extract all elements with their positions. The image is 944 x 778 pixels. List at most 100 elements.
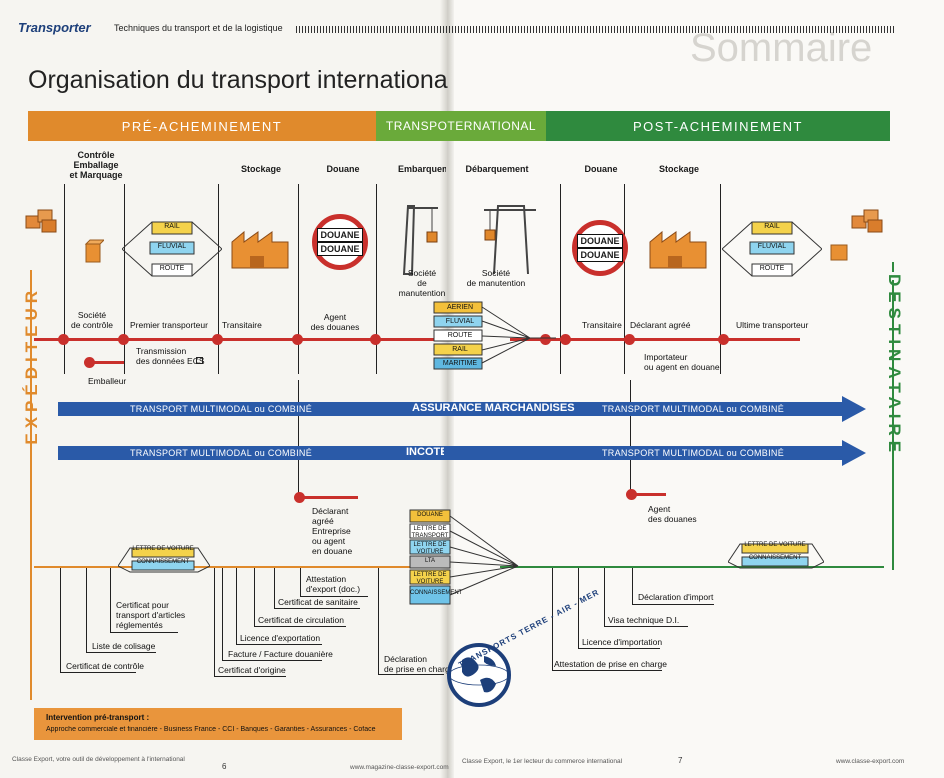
doc-certificat-origine: Certificat d'origine [218,665,286,675]
timeline-red-left [34,338,434,341]
mode-rail-center: RAIL [452,346,468,353]
stage-line [630,380,631,495]
doc-lettre-voiture-right: LETTRE DE VOITURE [744,542,806,548]
center-doc: LTA [424,558,436,564]
mode-route-left: ROUTE [159,265,185,272]
stage-line [218,184,219,374]
arrow-assurance: ASSURANCE MARCHANDISES [412,402,575,414]
timeline-node [626,489,637,500]
timeline-node [118,334,129,345]
header-douane-right: Douane [584,164,618,174]
stage-line [64,184,65,374]
timeline-node [370,334,381,345]
actor-declarant-left: Déclarant agréé Entreprise ou agent en d… [312,506,353,556]
warehouse-icon [231,230,289,269]
header-stockage-left: Stockage [240,164,282,174]
actor-agent-douanes-right: Agent des douanes [648,504,697,524]
footer-right-url: www.classe-export.com [836,758,905,765]
timeline-node [294,492,305,503]
brand-logo: Transporter [18,20,91,35]
destinataire-bracket [892,280,894,570]
stage-line [560,184,561,374]
actor-transmission-ecs: Transmission des données ECS [136,346,205,366]
doc-line [222,568,223,660]
actor-transitaire-right: Transitaire [582,320,622,330]
band-pre-acheminement: PRÉ-ACHEMINEMENT [28,111,376,141]
doc-line [604,568,605,626]
flow-line-green [500,566,884,568]
warehouse-icon [649,230,707,269]
doc-line [86,568,87,652]
doc-certificat-sanitaire: Certificat de sanitaire [278,597,358,607]
arrow-multimodal-2: TRANSPORT MULTIMODAL ou COMBINÉ [602,404,784,414]
doc-connaissement-right: CONNAISSEMENT [748,555,802,561]
timeline-node [292,334,303,345]
mode-aerien: AERIEN [446,304,474,311]
box-icon [830,244,848,261]
doc-line [552,568,553,670]
actor-societe-controle: Société de contrôle [70,310,114,330]
doc-line [254,626,346,627]
header-embarquement: Embarquement [398,164,446,174]
center-doc: LETTRE DE TRANSPORT [411,526,449,539]
intervention-title: Intervention pré-transport : [46,713,150,722]
arrow-incoterms: INCOTERMS [406,446,444,458]
actor-premier-transporteur: Premier transporteur [130,320,208,330]
doc-line [236,644,322,645]
actor-agent-douanes-left: Agent des douanes [310,312,360,332]
customs-sign-right: DOUANE DOUANE [572,220,628,276]
label-destinataire: DESTINATAIRE [885,274,904,458]
band-transport-international: TRANSPOTERNATIONAL [376,111,546,141]
expediteur-bracket [30,270,32,700]
header-stockage-right: Stockage [658,164,700,174]
doc-certificat-transport: Certificat pour transport d'articles rég… [116,600,186,630]
doc-certificat-controle: Certificat de contrôle [66,661,144,671]
customs-sign-text: DOUANE [577,234,623,248]
docs-diamond-left [118,547,210,573]
doc-line [222,660,322,661]
doc-liste-colisage: Liste de colisage [92,641,156,651]
stage-line [624,184,625,374]
customs-sign-text: DOUANE [317,228,363,242]
customs-sign-left: DOUANE DOUANE [312,214,368,270]
doc-line [60,568,61,672]
doc-line [578,568,579,648]
timeline-red-right [510,338,800,341]
actor-ultime-transporteur: Ultime transporteur [736,320,809,330]
mode-fluvial-left: FLUVIAL [157,243,187,250]
crane-icon [484,205,536,275]
doc-line [378,674,444,675]
doc-line [378,568,379,674]
center-doc: LETTRE DE VOITURE [413,542,447,555]
doc-line [214,676,286,677]
crane-icon [402,205,438,275]
doc-line [254,568,255,626]
header-subtitle: Techniques du transport et de la logisti… [114,23,283,33]
arrow-multimodal-1: TRANSPORT MULTIMODAL ou COMBINÉ [130,404,312,414]
timeline-node [58,334,69,345]
footer-left-source: Classe Export, votre outil de développem… [12,756,185,763]
band-post-acheminement: POST-ACHEMINEMENT [546,111,890,141]
doc-facture: Facture / Facture douanière [228,649,333,659]
actor-transitaire-left: Transitaire [222,320,262,330]
header-controle: Contrôle Emballage et Marquage [69,150,123,180]
mode-rail-left: RAIL [164,223,180,230]
packages-icon [851,209,883,233]
arrow-multimodal-3: TRANSPORT MULTIMODAL ou COMBINÉ [130,448,312,458]
footer-left-page: 6 [222,762,227,771]
stage-line [720,184,721,374]
stage-line [298,380,299,495]
doc-line [214,568,215,676]
center-docs-fan [409,509,519,605]
customs-sign-text: DOUANE [577,248,623,262]
timeline-node [84,357,95,368]
doc-line [86,652,156,653]
doc-lettre-voiture-left: LETTRE DE VOITURE [132,546,194,552]
doc-line [110,568,111,632]
doc-line [578,648,660,649]
timeline-node [624,334,635,345]
box-icon [84,239,104,263]
doc-line [110,632,178,633]
footer-left-url: www.magazine-classe-export.com [350,764,449,771]
